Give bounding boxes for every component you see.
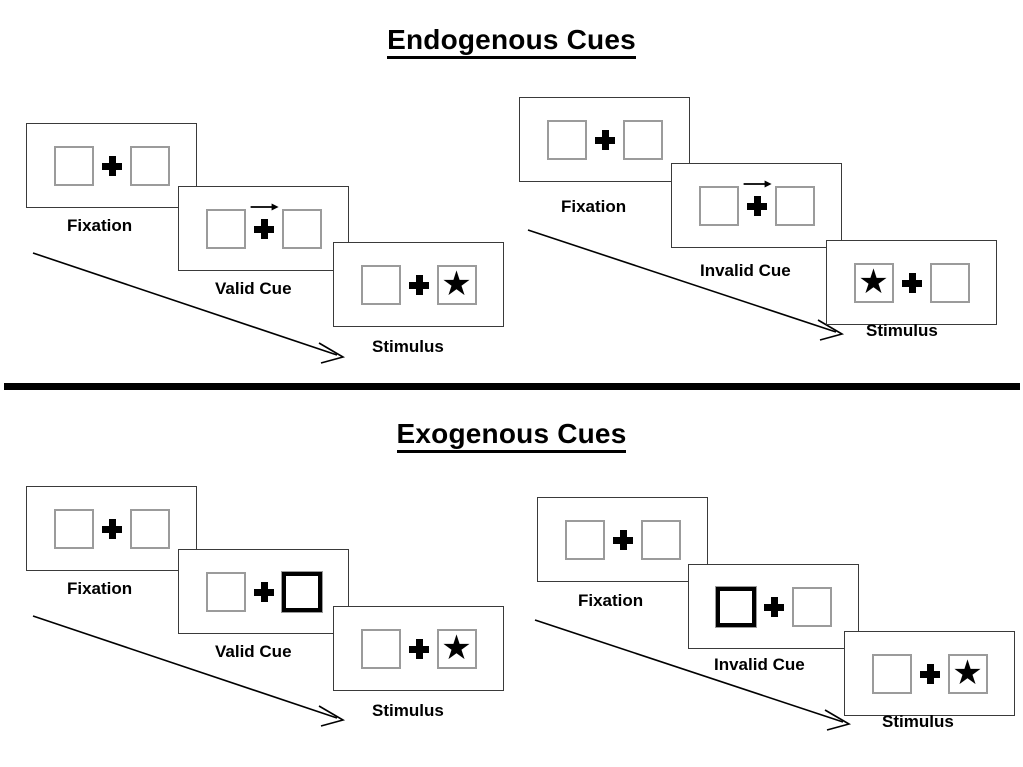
- frame-content: ★: [360, 264, 477, 305]
- frame-content: [546, 119, 663, 160]
- right-placeholder-box: [129, 145, 170, 186]
- plus-icon: [101, 518, 122, 539]
- stage-label-exogenous-invalid-stimulus: Stimulus: [882, 712, 954, 731]
- fixation-cross-slot: [912, 663, 948, 684]
- plus-icon: [594, 129, 615, 150]
- right-target-box: ★: [436, 264, 477, 305]
- right-placeholder-box: [640, 519, 681, 560]
- left-placeholder-box: [698, 185, 739, 226]
- fixation-cross-slot: [94, 518, 130, 539]
- plus-icon: [612, 529, 633, 550]
- fixation-cross-slot: [587, 129, 623, 150]
- star-icon: ★: [952, 653, 983, 692]
- frame-endogenous-invalid-fixation: [519, 97, 690, 182]
- left-placeholder-box: [871, 653, 912, 694]
- fixation-cross-slot: [756, 596, 792, 617]
- fixation-cross-slot: [401, 274, 437, 295]
- frame-exogenous-invalid-stimulus: ★: [844, 631, 1015, 716]
- stage-label-endogenous-valid-stimulus: Stimulus: [372, 337, 444, 356]
- plus-icon: [101, 155, 122, 176]
- frame-endogenous-valid-fixation: [26, 123, 197, 208]
- right-target-box: ★: [436, 628, 477, 669]
- frame-content: ★: [360, 628, 477, 669]
- plus-icon: [919, 663, 940, 684]
- frame-exogenous-invalid-cue: [688, 564, 859, 649]
- plus-icon: [408, 638, 429, 659]
- frame-endogenous-invalid-cue: [671, 163, 842, 248]
- star-icon: ★: [441, 264, 472, 303]
- plus-icon: [253, 218, 274, 239]
- frame-content: [715, 586, 832, 627]
- plus-icon: [253, 581, 274, 602]
- stage-label-endogenous-valid-fixation: Fixation: [67, 216, 133, 235]
- star-icon: ★: [441, 628, 472, 667]
- left-cued-box: [715, 586, 756, 627]
- left-placeholder-box: [53, 145, 94, 186]
- frame-content: ★: [871, 653, 988, 694]
- right-cued-box: [281, 571, 322, 612]
- section-title-endogenous: Endogenous Cues: [0, 24, 1023, 59]
- plus-icon: [763, 596, 784, 617]
- arrow-right-icon: [250, 203, 279, 210]
- frame-exogenous-invalid-fixation: [537, 497, 708, 582]
- stage-label-exogenous-valid-cue: Valid Cue: [215, 642, 292, 661]
- frame-content: ★: [853, 262, 970, 303]
- frame-endogenous-valid-stimulus: ★: [333, 242, 504, 327]
- arrow-right-icon: [743, 180, 772, 187]
- frame-content: [698, 180, 815, 226]
- right-placeholder-box: [929, 262, 970, 303]
- stage-label-exogenous-invalid-fixation: Fixation: [578, 591, 644, 610]
- section-title-endogenous-text: Endogenous Cues: [387, 24, 636, 59]
- plus-icon: [408, 274, 429, 295]
- left-target-box: ★: [853, 262, 894, 303]
- fixation-cross-slot: [94, 155, 130, 176]
- stage-label-exogenous-valid-stimulus: Stimulus: [372, 701, 444, 720]
- frame-exogenous-valid-fixation: [26, 486, 197, 571]
- right-placeholder-box: [129, 508, 170, 549]
- frame-content: [53, 145, 170, 186]
- frame-exogenous-valid-cue: [178, 549, 349, 634]
- frame-endogenous-invalid-stimulus: ★: [826, 240, 997, 325]
- right-placeholder-box: [791, 586, 832, 627]
- left-placeholder-box: [564, 519, 605, 560]
- left-placeholder-box: [360, 628, 401, 669]
- stage-label-exogenous-valid-fixation: Fixation: [67, 579, 133, 598]
- section-divider: [4, 383, 1020, 390]
- frame-content: [205, 571, 322, 612]
- left-placeholder-box: [205, 208, 246, 249]
- section-title-exogenous-text: Exogenous Cues: [396, 418, 627, 453]
- stage-label-endogenous-invalid-stimulus: Stimulus: [866, 321, 938, 340]
- fixation-cross-slot: [246, 203, 282, 239]
- section-title-exogenous: Exogenous Cues: [0, 418, 1023, 453]
- star-icon: ★: [858, 262, 889, 301]
- frame-content: [53, 508, 170, 549]
- frame-exogenous-valid-stimulus: ★: [333, 606, 504, 691]
- fixation-cross-slot: [739, 180, 775, 216]
- right-placeholder-box: [622, 119, 663, 160]
- stage-label-exogenous-invalid-cue: Invalid Cue: [714, 655, 805, 674]
- fixation-cross-slot: [605, 529, 641, 550]
- left-placeholder-box: [546, 119, 587, 160]
- frame-content: [564, 519, 681, 560]
- left-placeholder-box: [205, 571, 246, 612]
- stage-label-endogenous-invalid-fixation: Fixation: [561, 197, 627, 216]
- plus-icon: [746, 195, 767, 216]
- stage-label-endogenous-valid-cue: Valid Cue: [215, 279, 292, 298]
- fixation-cross-slot: [894, 272, 930, 293]
- right-placeholder-box: [281, 208, 322, 249]
- fixation-cross-slot: [401, 638, 437, 659]
- right-target-box: ★: [947, 653, 988, 694]
- frame-endogenous-valid-cue: [178, 186, 349, 271]
- frame-content: [205, 203, 322, 249]
- fixation-cross-slot: [246, 581, 282, 602]
- plus-icon: [901, 272, 922, 293]
- right-placeholder-box: [774, 185, 815, 226]
- left-placeholder-box: [360, 264, 401, 305]
- stage-label-endogenous-invalid-cue: Invalid Cue: [700, 261, 791, 280]
- left-placeholder-box: [53, 508, 94, 549]
